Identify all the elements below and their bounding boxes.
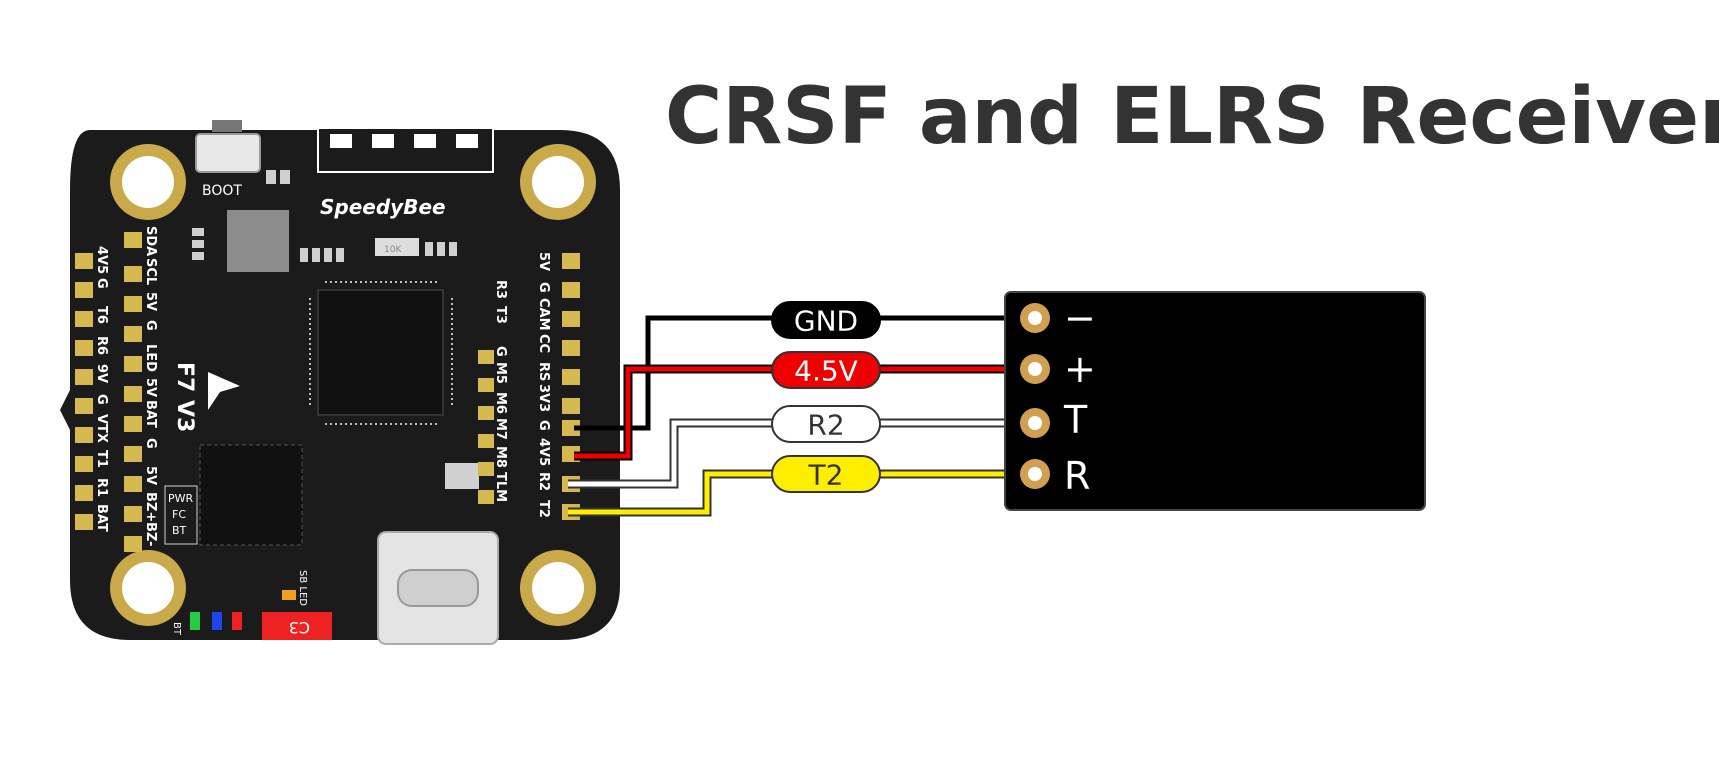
pad-label: T2 bbox=[536, 500, 551, 518]
pad-label: M5 bbox=[493, 362, 508, 384]
wire-label-r2: R2 bbox=[771, 405, 881, 443]
wire-label-text: GND bbox=[794, 305, 858, 338]
pad-label: G bbox=[94, 278, 109, 289]
left-outer-pad-labels: 4V5 G T6 R6 9V G VTX T1 R1 BAT bbox=[94, 246, 109, 532]
pad-label: 5V bbox=[143, 292, 158, 311]
receiver-pin-label: − bbox=[1064, 296, 1096, 340]
receiver-pin-label: T bbox=[1063, 398, 1088, 442]
receiver-pin-label: + bbox=[1064, 347, 1096, 391]
pad-label: R2 bbox=[536, 472, 551, 491]
flight-controller-board: BOOT SpeedyBee 10K bbox=[60, 120, 620, 645]
pad-label: BZ- bbox=[143, 522, 158, 547]
pad-label: CAM bbox=[536, 298, 551, 331]
pad-label: T1 bbox=[94, 450, 109, 468]
led-label-fc: FC bbox=[172, 508, 186, 521]
pad-label: 4V5 bbox=[94, 246, 109, 274]
pad-label: M8 bbox=[493, 446, 508, 468]
right-inner-pad-labels: R3 T3 G M5 M6 M7 M8 TLM bbox=[493, 280, 508, 502]
board-model: F7 V3 bbox=[172, 362, 197, 432]
pad-label: BAT bbox=[94, 504, 109, 532]
pad-label: T3 bbox=[493, 306, 508, 324]
left-inner-pad-labels: SDA SCL 5V G LED 5V BAT G 5V BZ+ BZ- bbox=[143, 226, 158, 547]
right-outer-pad-labels: 5V G CAM CC RS 3V3 G 4V5 R2 T2 bbox=[536, 252, 551, 518]
pad-label: 9V bbox=[94, 364, 109, 383]
pad-label: R6 bbox=[94, 336, 109, 355]
pad-label: G bbox=[493, 346, 508, 357]
pad-label: G bbox=[536, 420, 551, 431]
wire-label-text: 4.5V bbox=[794, 355, 858, 388]
pad-label: RS bbox=[536, 362, 551, 381]
pad-label: 4V5 bbox=[536, 438, 551, 466]
pad-label: R1 bbox=[94, 478, 109, 497]
pad-label: VTX bbox=[94, 414, 109, 443]
wire-label-text: R2 bbox=[807, 409, 844, 442]
boot-label: BOOT bbox=[202, 183, 242, 199]
wire-label-text: T2 bbox=[808, 459, 844, 492]
pad-label: G bbox=[536, 282, 551, 293]
pad-label: G bbox=[143, 320, 158, 331]
pad-label: G bbox=[143, 438, 158, 449]
pad-label: M7 bbox=[493, 418, 508, 440]
pad-label: BAT bbox=[143, 400, 158, 428]
receiver-pin bbox=[1020, 303, 1050, 489]
left-outer-pad-column bbox=[75, 253, 93, 530]
wire-label-t2: T2 bbox=[771, 455, 881, 493]
pad-label: 3V3 bbox=[536, 384, 551, 412]
pad-label: G bbox=[94, 394, 109, 405]
mounting-hole bbox=[110, 144, 596, 626]
pad-label: CC bbox=[536, 334, 551, 353]
sb-led-label: SB LED bbox=[297, 570, 308, 606]
page-title: CRSF and ELRS Receiver bbox=[665, 72, 1719, 162]
wire-label-4v5: 4.5V bbox=[771, 351, 881, 389]
pad-label: T6 bbox=[94, 306, 109, 324]
bt-label: BT bbox=[171, 622, 182, 636]
pad-label: 5V bbox=[143, 378, 158, 397]
receiver-pin-label: R bbox=[1064, 454, 1090, 498]
wire-label-gnd: GND bbox=[771, 301, 881, 339]
c3-label: C3 bbox=[289, 618, 310, 637]
resistor-label: 10K bbox=[384, 245, 402, 255]
pad-label: LED bbox=[143, 344, 158, 372]
pad-label: R3 bbox=[493, 280, 508, 299]
pad-label: TLM bbox=[493, 472, 508, 502]
led-label-pwr: PWR bbox=[168, 492, 194, 505]
pad-label: SCL bbox=[143, 258, 158, 285]
pad-label: 5V bbox=[143, 466, 158, 485]
brand-logo: SpeedyBee bbox=[320, 195, 446, 219]
led-label-bt: BT bbox=[172, 524, 187, 537]
pad-label: M6 bbox=[493, 392, 508, 414]
pad-label: 5V bbox=[536, 252, 551, 271]
elrs-receiver: − + T R bbox=[1004, 291, 1426, 511]
pad-label: SDA bbox=[143, 226, 158, 256]
pad-label: BZ+ bbox=[143, 492, 158, 522]
